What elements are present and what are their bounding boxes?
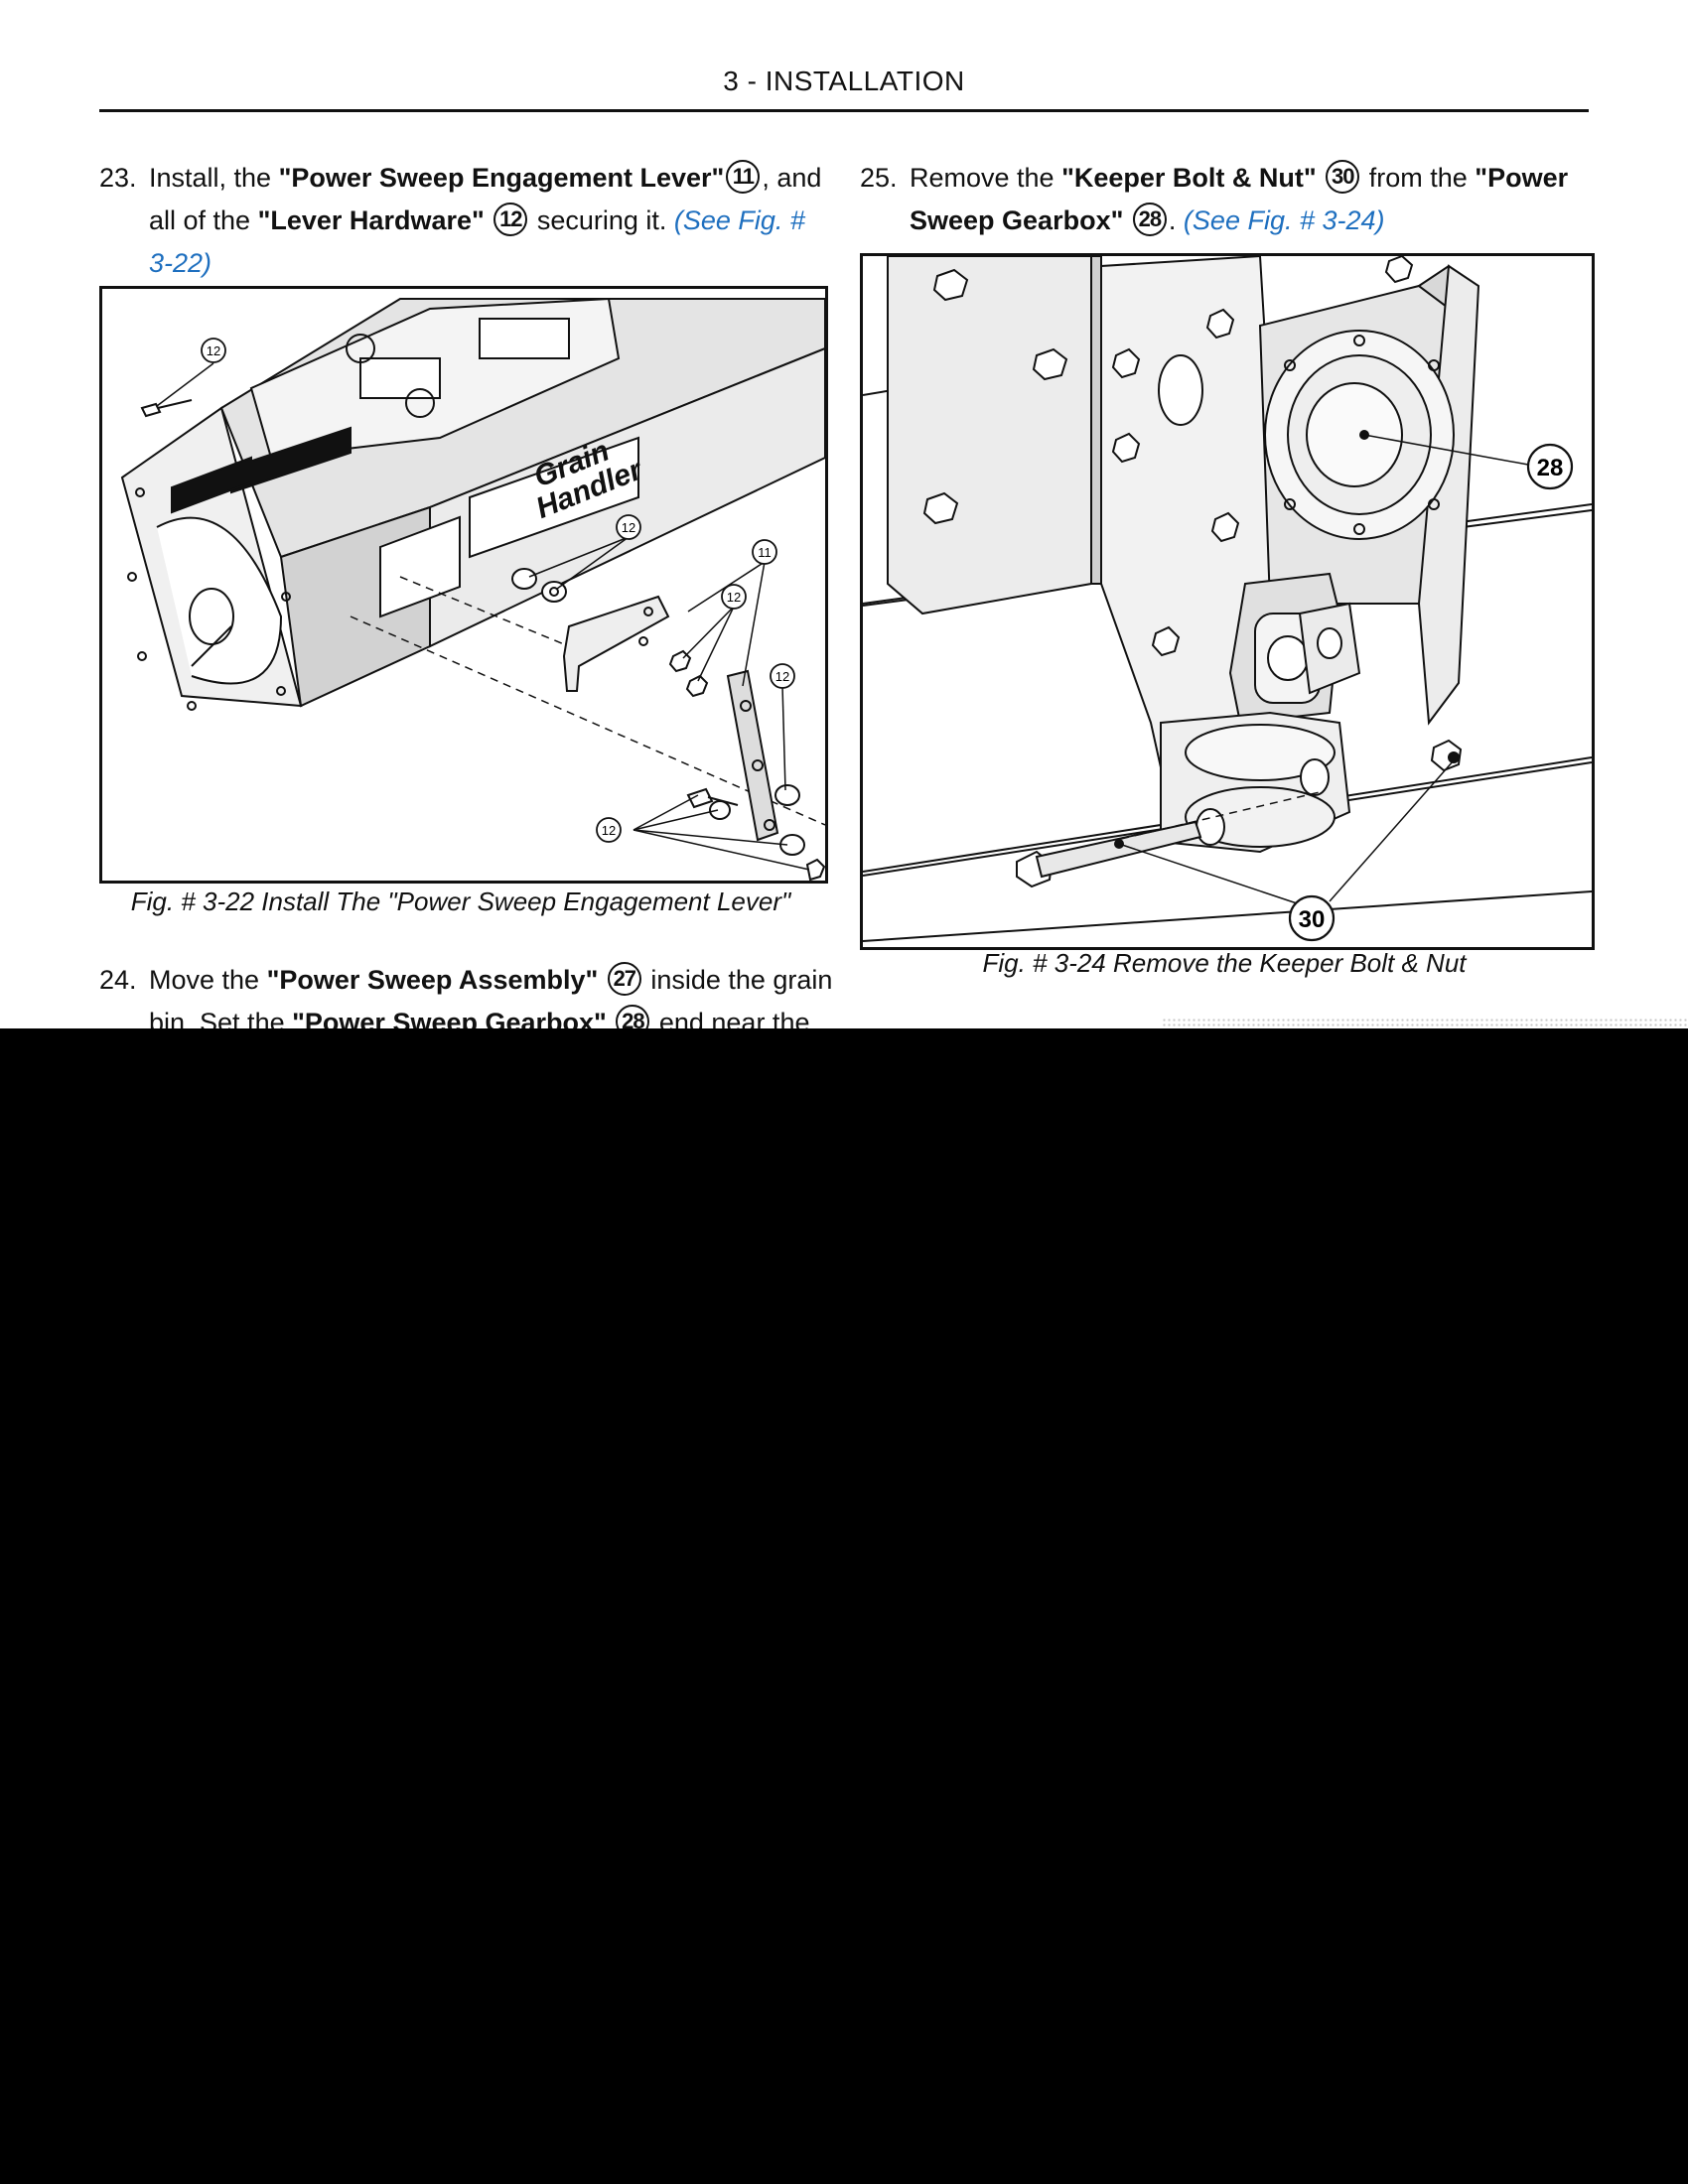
callout-number: 30 [1326,159,1360,194]
svg-text:12: 12 [622,520,635,535]
step-number: 23. [99,163,137,193]
figure-3-24: 28 30 [860,253,1595,950]
manual-page: 3 - INSTALLATION 23. Install, the "Power… [0,0,1688,1028]
figure-3-22-caption: Fig. # 3-22 Install The "Power Sweep Eng… [130,887,791,916]
figure-reference-link[interactable]: (See Fig. # 3-22) [149,205,805,278]
callout-number: 28 [616,1004,650,1028]
dotted-band [1162,1018,1688,1028]
callout-11: 11 [752,539,777,565]
svg-text:12: 12 [775,669,789,684]
callout-number: 11 [726,159,761,194]
callout-12-e: 12 [596,817,622,843]
callout-number: 27 [607,961,641,996]
part-name: "Power Sweep Gearbox" [910,163,1569,235]
text-run: Install, the [149,163,279,193]
figure-3-22: Grain Handler 12 12 11 12 12 [99,286,828,884]
text-run: securing it. [529,205,674,235]
callout-12-a: 12 [201,338,226,363]
callout-number: 28 [1132,202,1167,236]
text-run: Remove the [910,163,1062,193]
part-name: "Power Sweep Gearbox" [292,1008,607,1028]
part-name: "Lever Hardware" [257,205,485,235]
step-text: Install, the "Power Sweep Engagement Lev… [149,157,834,285]
text-run: , and all of the [149,163,822,235]
svg-text:28: 28 [1537,455,1564,481]
svg-text:30: 30 [1299,906,1326,933]
step-number: 24. [99,965,137,995]
step-text: Remove the "Keeper Bolt & Nut" 30 from t… [910,157,1595,242]
callout-12-b: 12 [616,514,641,540]
text-run: from the [1361,163,1476,193]
text-run: . [1168,205,1184,235]
figure-reference-link[interactable]: (See Fig. # 3-24) [1183,205,1385,235]
callout-12-d: 12 [770,663,795,689]
part-name: "Power Sweep Engagement Lever" [278,163,725,193]
svg-text:11: 11 [758,545,772,560]
svg-text:12: 12 [727,590,741,605]
step-text: Move the "Power Sweep Assembly" 27 insid… [149,959,834,1028]
section-header: 3 - INSTALLATION [723,66,965,96]
gearbox-keeper-illustration: 28 30 [863,256,1592,942]
callout-12-c: 12 [721,584,747,610]
svg-text:12: 12 [207,343,220,358]
text-run: inside the grain bin. Set the [149,965,833,1028]
callout-28: 28 [1526,443,1574,490]
text-run: end near the [651,1008,810,1028]
step-number: 25. [860,163,898,193]
callout-number: 12 [493,202,528,236]
header-divider [99,109,1589,112]
part-name: "Power Sweep Assembly" [266,965,599,995]
text-run: Move the [149,965,267,995]
lever-install-illustration: Grain Handler 12 12 11 12 12 [120,297,825,881]
callout-30: 30 [1288,894,1336,942]
part-name: "Keeper Bolt & Nut" [1061,163,1317,193]
svg-text:12: 12 [602,823,616,838]
figure-3-24-caption: Fig. # 3-24 Remove the Keeper Bolt & Nut [982,948,1467,978]
